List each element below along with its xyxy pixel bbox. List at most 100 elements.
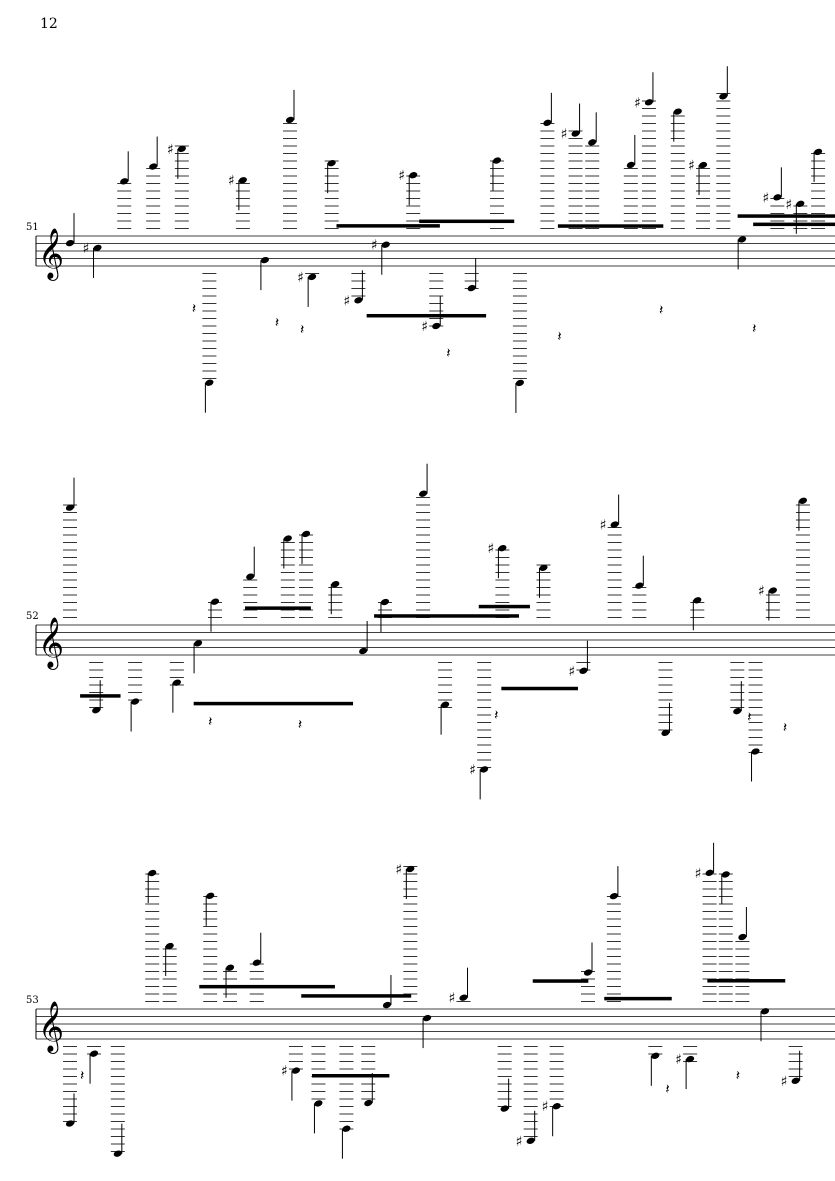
sharp-icon: ♯ [469,762,476,778]
notehead [418,490,428,497]
notehead [285,116,295,124]
notehead [626,161,635,169]
sharp-icon: ♯ [762,190,769,206]
notehead [661,729,670,736]
sharp-icon: ♯ [568,664,575,680]
notehead [500,1105,509,1112]
notehead [206,892,215,899]
notehead [768,587,777,594]
notehead [314,1100,323,1107]
notehead [93,244,102,252]
notehead [814,148,823,156]
sharp-icon: ♯ [281,1064,288,1080]
notehead [113,1150,122,1157]
rest-icon: 𝄽 [659,303,663,319]
sharp-icon: ♯ [758,584,765,600]
treble-clef-icon: 𝄞 [38,228,64,281]
notehead [65,1120,75,1127]
treble-clef-icon: 𝄞 [38,1001,64,1054]
notehead [120,178,129,185]
notehead [92,707,101,714]
notehead [751,748,760,755]
measure-number-52: 52 [26,611,39,622]
notehead [406,865,415,873]
measure-number-53: 53 [26,995,39,1006]
notehead [773,194,782,201]
rest-icon: 𝄽 [736,1068,740,1084]
notehead [210,598,220,605]
notehead [610,521,619,528]
notehead [409,172,418,179]
sharp-icon: ♯ [167,142,174,158]
notehead [721,871,730,878]
notehead [441,701,450,708]
sharp-icon: ♯ [398,168,405,184]
notehead [205,379,214,386]
notehead [526,1137,535,1144]
beam [311,1073,390,1078]
notehead [515,379,524,387]
notehead [65,504,75,511]
notehead [423,1014,432,1022]
notehead [260,256,269,264]
sharp-icon: ♯ [688,158,695,174]
beam [501,686,578,691]
notehead [331,581,340,588]
notehead [796,200,805,207]
notehead [644,99,654,106]
beam [245,606,311,610]
measure-number-51: 51 [26,222,39,233]
notehead [651,1052,660,1059]
notehead [459,994,468,1001]
sharp-icon: ♯ [542,1099,549,1115]
notehead [467,284,476,292]
notehead [131,698,140,705]
beam [737,214,835,218]
notehead [308,273,317,281]
sharp-icon: ♯ [600,518,607,534]
notehead [149,163,158,170]
notehead [705,869,714,876]
sharp-icon: ♯ [695,866,702,882]
rest-icon: 𝄽 [192,301,196,317]
sharp-icon: ♯ [228,173,235,189]
notehead [738,933,747,941]
notehead [381,241,390,248]
notehead [791,1077,800,1084]
notehead [539,564,548,571]
notehead [177,145,186,153]
notehead [738,236,747,243]
beam [604,996,672,1001]
notehead [498,544,507,552]
notehead [760,1008,770,1015]
beam [557,224,664,228]
beam [707,979,786,983]
notehead [492,157,502,164]
notehead [193,640,203,647]
sharp-icon: ♯ [785,197,792,213]
notehead [65,239,75,247]
sharp-icon: ♯ [421,319,428,335]
beam [199,984,335,989]
notehead [354,297,363,304]
notehead [238,177,247,184]
notehead [733,707,742,715]
sharp-icon: ♯ [343,293,350,309]
notehead [480,766,489,773]
beam [193,701,354,706]
notehead [719,93,728,100]
rest-icon: 𝄽 [747,709,751,725]
sharp-icon: ♯ [634,95,641,111]
sharp-icon: ♯ [487,541,494,557]
notehead [635,582,644,589]
notehead [225,964,235,971]
rest-icon: 𝄽 [752,321,756,337]
sharp-icon: ♯ [83,241,90,257]
beam [301,994,412,998]
notehead [291,1067,300,1074]
sharp-icon: ♯ [516,1134,523,1150]
sharp-icon: ♯ [297,270,304,286]
rest-icon: 𝄽 [446,346,450,362]
notehead [693,597,702,604]
